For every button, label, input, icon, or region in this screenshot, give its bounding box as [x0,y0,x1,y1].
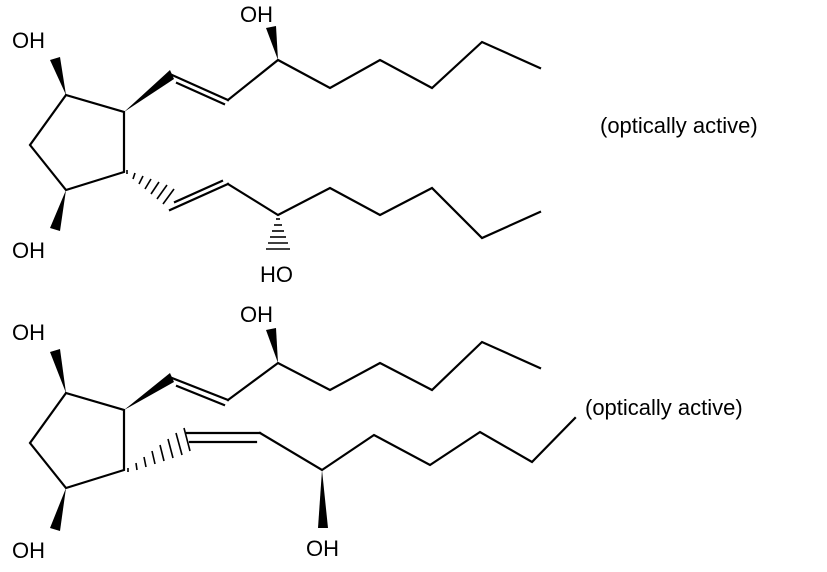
m1-label-oh-chain-upper: OH [240,2,273,27]
m2-optical-activity-note: (optically active) [585,395,743,420]
m2-hash-lower-chain [127,427,191,472]
m1-ring [28,93,126,192]
m1-optical-activity-note: (optically active) [600,113,758,138]
m2-lower-chain [258,416,577,472]
m1-label-oh-ring-top: OH [12,28,45,53]
m2-label-oh-ring-bottom: OH [12,538,45,563]
m1-upper-alkene-inner [175,81,226,106]
m2-upper-alkene [170,376,230,402]
m2-wedge-lower-oh [318,470,328,528]
m1-wedge-ring-top-oh [50,57,66,95]
molecule-1: OH OH OH HO (optically active) [12,2,758,287]
m1-label-ho-chain-lower: HO [260,262,293,287]
m1-hash-lower-ho [266,218,290,250]
m1-hash-lower-chain [126,170,175,205]
m2-wedge-ring-top-oh [50,349,66,393]
m2-label-oh-chain-lower: OH [306,536,339,561]
m1-lower-chain [226,182,542,240]
m1-wedge-ring-bottom-oh [50,190,66,231]
m1-wedge-upper-oh [266,26,278,60]
m1-lower-alkene-inner [173,179,224,204]
m1-wedge-upper-chain [124,70,174,112]
m2-upper-alkene-inner [175,384,226,407]
m2-ring [28,391,126,490]
m1-label-oh-ring-bottom: OH [12,238,45,263]
m2-label-oh-chain-upper: OH [240,302,273,327]
m2-wedge-upper-chain [124,373,174,410]
m2-wedge-ring-bottom-oh [50,488,66,531]
m2-wedge-upper-oh [266,328,278,363]
molecule-2: OH OH OH OH (optically active) [12,302,743,563]
m1-upper-alkene [170,73,230,102]
m2-label-oh-ring-top: OH [12,320,45,345]
m1-lower-alkene [168,182,230,212]
